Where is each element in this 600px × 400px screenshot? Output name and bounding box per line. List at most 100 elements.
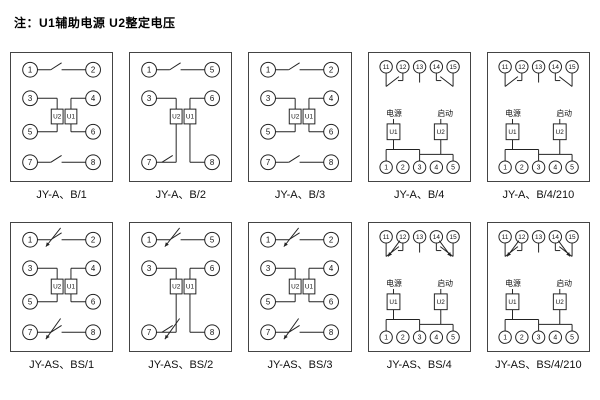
svg-text:1: 1 [147,65,151,74]
svg-text:2: 2 [401,165,405,172]
svg-text:启动: 启动 [556,278,572,288]
svg-text:14: 14 [432,234,440,241]
svg-text:U2: U2 [172,114,181,121]
svg-text:3: 3 [147,264,152,273]
svg-text:12: 12 [399,234,407,241]
svg-text:12: 12 [518,64,526,71]
svg-text:8: 8 [210,328,215,337]
svg-text:4: 4 [434,335,438,342]
svg-text:U2: U2 [53,284,62,291]
svg-text:U1: U1 [389,299,398,306]
svg-text:4: 4 [329,264,334,273]
svg-text:U2: U2 [291,284,300,291]
svg-text:14: 14 [432,64,440,71]
svg-text:U2: U2 [53,114,62,121]
svg-text:6: 6 [91,298,96,307]
svg-text:2: 2 [329,65,333,74]
svg-text:U1: U1 [389,129,398,136]
svg-text:8: 8 [210,158,215,167]
diagram-caption: JY-AS、BS/4/210 [495,359,582,371]
svg-text:13: 13 [535,64,543,71]
svg-text:6: 6 [329,128,334,137]
svg-text:15: 15 [449,234,457,241]
svg-text:6: 6 [329,298,334,307]
diagram-caption: JY-AS、BS/1 [29,359,95,371]
svg-text:U2: U2 [555,299,564,306]
svg-text:5: 5 [570,165,574,172]
svg-text:2: 2 [91,235,95,244]
svg-text:13: 13 [416,234,424,241]
svg-text:1: 1 [28,65,32,74]
svg-text:1: 1 [503,165,507,172]
svg-text:U2: U2 [172,284,181,291]
svg-text:12: 12 [399,64,407,71]
svg-text:5: 5 [266,128,271,137]
svg-text:4: 4 [553,335,557,342]
svg-text:4: 4 [91,94,96,103]
svg-text:3: 3 [417,165,421,172]
svg-text:14: 14 [552,64,560,71]
svg-text:2: 2 [91,65,95,74]
svg-text:1: 1 [266,235,270,244]
svg-text:4: 4 [553,165,557,172]
svg-text:1: 1 [384,335,388,342]
diagram-caption: JY-A、B/2 [155,189,206,201]
svg-text:1: 1 [28,235,32,244]
svg-text:1: 1 [266,65,270,74]
svg-text:电源: 电源 [386,278,402,288]
svg-text:U1: U1 [67,284,76,291]
svg-text:8: 8 [329,328,334,337]
svg-text:启动: 启动 [437,108,453,118]
svg-text:7: 7 [28,328,32,337]
svg-text:U2: U2 [436,299,445,306]
svg-text:7: 7 [28,158,32,167]
svg-text:启动: 启动 [556,108,572,118]
svg-text:U2: U2 [555,129,564,136]
svg-text:5: 5 [451,335,455,342]
svg-text:8: 8 [91,158,96,167]
svg-text:6: 6 [210,264,215,273]
svg-text:3: 3 [28,264,33,273]
svg-text:3: 3 [536,165,540,172]
svg-text:11: 11 [382,234,389,241]
svg-text:3: 3 [536,335,540,342]
svg-text:3: 3 [417,335,421,342]
diagram-caption: JY-A、B/1 [36,189,87,201]
diagram-caption: JY-A、B/3 [274,189,326,201]
svg-text:11: 11 [502,234,509,241]
diagram-caption: JY-AS、BS/4 [386,359,452,371]
svg-text:7: 7 [147,158,151,167]
svg-text:15: 15 [568,64,576,71]
svg-text:5: 5 [210,235,215,244]
svg-text:1: 1 [384,165,388,172]
svg-text:启动: 启动 [437,278,453,288]
svg-text:5: 5 [570,335,574,342]
svg-text:U2: U2 [436,129,445,136]
svg-text:3: 3 [266,264,271,273]
svg-text:U1: U1 [305,284,314,291]
svg-text:U1: U1 [186,114,195,121]
diagram-caption: JY-AS、BS/2 [148,359,214,371]
